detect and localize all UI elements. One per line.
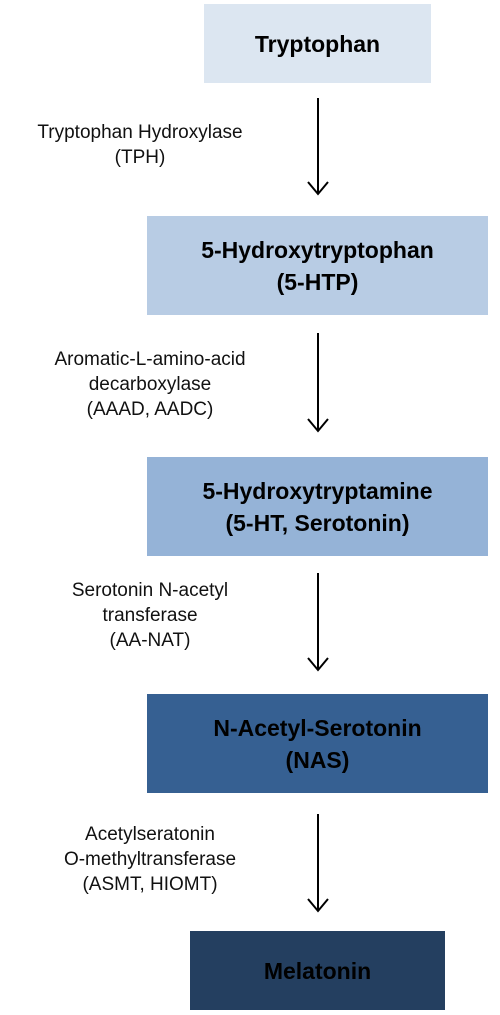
enzyme-abbreviation: (AA-NAT) [109,630,191,651]
compound-abbreviation: (5-HT, Serotonin) [225,509,410,536]
compound-label: 5-Hydroxytryptamine [202,477,433,504]
enzyme-name: Aromatic-L-amino-acid [54,349,246,370]
enzyme-name: Tryptophan Hydroxylase [37,122,243,143]
enzyme-label-aadc: Aromatic-L-amino-acid decarboxylase (AAA… [10,347,290,422]
compound-label: N-Acetyl-Serotonin [213,714,422,741]
enzyme-name: Acetylseratonin [85,824,215,845]
down-arrow-icon [303,573,333,672]
compound-abbreviation: (5-HTP) [276,268,359,295]
compound-label: 5-Hydroxytryptophan [201,236,434,263]
enzyme-name-continued: decarboxylase [88,374,212,395]
compound-box-tryptophan: Tryptophan [204,4,431,83]
compound-box-serotonin: 5-Hydroxytryptamine (5-HT, Serotonin) [147,457,488,556]
enzyme-abbreviation: (ASMT, HIOMT) [82,874,218,895]
compound-box-5-htp: 5-Hydroxytryptophan (5-HTP) [147,216,488,315]
enzyme-label-aa-nat: Serotonin N-acetyl transferase (AA-NAT) [10,578,290,653]
down-arrow-icon [303,814,333,913]
enzyme-label-tph: Tryptophan Hydroxylase (TPH) [0,120,280,170]
enzyme-abbreviation: (AAAD, AADC) [86,399,214,420]
compound-box-nas: N-Acetyl-Serotonin (NAS) [147,694,488,793]
down-arrow-icon [303,333,333,433]
enzyme-name-continued: O-methyltransferase [63,849,237,870]
down-arrow-icon [303,98,333,196]
enzyme-label-asmt: Acetylseratonin O-methyltransferase (ASM… [10,822,290,897]
compound-box-melatonin: Melatonin [190,931,445,1010]
compound-label: Tryptophan [254,30,381,57]
enzyme-abbreviation: (TPH) [114,147,166,168]
compound-abbreviation: (NAS) [285,746,350,773]
enzyme-name: Serotonin N-acetyl [71,580,229,601]
compound-label: Melatonin [263,957,372,984]
enzyme-name-continued: transferase [102,605,198,626]
